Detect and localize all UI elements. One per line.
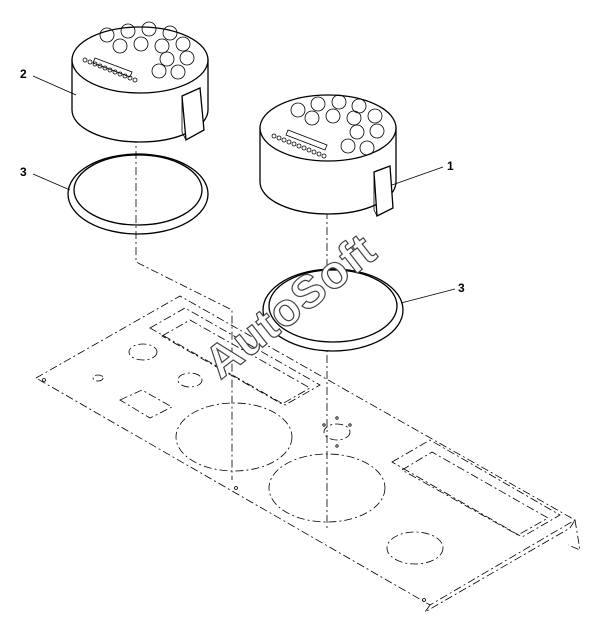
gauge-right bbox=[259, 94, 397, 218]
callout-2-gauge-left: 2 bbox=[20, 67, 27, 81]
callout-1-gauge-right: 1 bbox=[447, 159, 454, 173]
gauge-left-indicator-lights bbox=[99, 21, 195, 80]
ring-seal-left bbox=[67, 153, 209, 235]
alignment-lines bbox=[135, 135, 328, 530]
gauge-right-led-row bbox=[271, 133, 327, 159]
callout-3-ring-left: 3 bbox=[20, 165, 27, 179]
ring-seal-right bbox=[262, 268, 404, 352]
gauge-left bbox=[71, 21, 209, 143]
gauge-right-indicator-lights bbox=[290, 94, 385, 156]
leader-lines bbox=[32, 75, 456, 304]
gauge-left-led-row bbox=[82, 57, 138, 83]
callout-3-ring-right: 3 bbox=[458, 281, 465, 295]
